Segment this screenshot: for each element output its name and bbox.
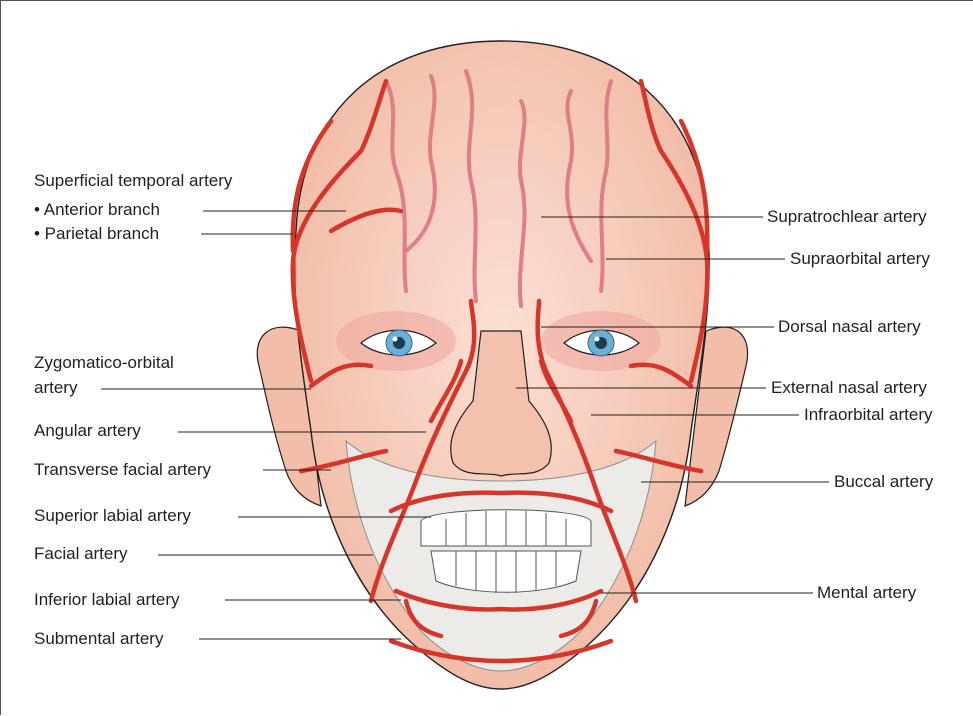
teeth xyxy=(421,510,591,593)
label-angular-artery: Angular artery xyxy=(34,421,141,441)
label-superior-labial-artery: Superior labial artery xyxy=(34,506,191,526)
label-dorsal-nasal-artery: Dorsal nasal artery xyxy=(778,317,921,337)
label-external-nasal-artery: External nasal artery xyxy=(771,378,927,398)
label-supratrochlear-artery: Supratrochlear artery xyxy=(767,207,927,227)
label-superficial-temporal-artery: Superficial temporal artery xyxy=(34,171,232,191)
label-parietal-branch: • Parietal branch xyxy=(34,224,159,244)
label-buccal-artery: Buccal artery xyxy=(834,472,933,492)
label-zygomatico-orbital-line2: artery xyxy=(34,378,77,398)
label-inferior-labial-artery: Inferior labial artery xyxy=(34,590,180,610)
label-mental-artery: Mental artery xyxy=(817,583,916,603)
label-transverse-facial-artery: Transverse facial artery xyxy=(34,460,211,480)
label-zygomatico-orbital-line1: Zygomatico-orbital xyxy=(34,353,174,373)
label-anterior-branch: • Anterior branch xyxy=(34,200,160,220)
label-facial-artery: Facial artery xyxy=(34,544,128,564)
label-submental-artery: Submental artery xyxy=(34,629,163,649)
label-infraorbital-artery: Infraorbital artery xyxy=(804,405,933,425)
label-supraorbital-artery: Supraorbital artery xyxy=(790,249,930,269)
